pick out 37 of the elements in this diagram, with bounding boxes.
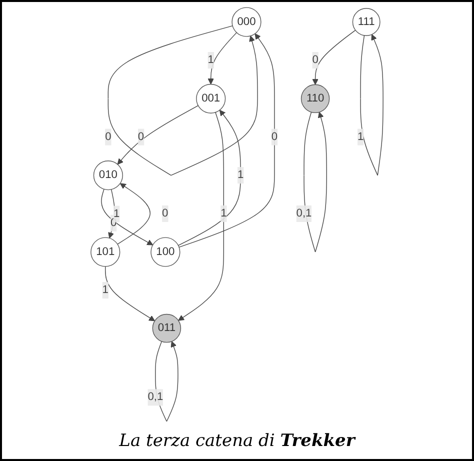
node-circle: 010 xyxy=(93,160,123,190)
edge-label: 0,1 xyxy=(148,391,164,403)
node-circle: 011 xyxy=(152,314,182,343)
arrow xyxy=(178,112,224,321)
edge-label: 1 xyxy=(102,284,108,296)
node-circle: 000 xyxy=(232,7,262,37)
arrow xyxy=(101,188,154,246)
edge-label: 1 xyxy=(113,208,120,220)
arrow xyxy=(178,33,275,248)
node-circle: 100 xyxy=(150,237,180,267)
edge-label: 1 xyxy=(238,169,244,181)
edge-label: 0 xyxy=(271,130,278,143)
edge-label: 0 xyxy=(312,54,318,66)
edge-label: 0 xyxy=(105,130,112,143)
edge-label: 0 xyxy=(138,130,144,143)
edge-label: 1 xyxy=(357,130,364,143)
arrow xyxy=(108,189,116,238)
arrow xyxy=(304,112,327,252)
edge-label: 1 xyxy=(208,54,214,66)
node-circle: 110 xyxy=(300,84,330,114)
arrow xyxy=(208,32,237,84)
edge-label: 1 xyxy=(220,207,227,220)
node-circle: 101 xyxy=(90,237,120,267)
edge-label: 0 xyxy=(162,207,168,220)
caption: La terza catena di Trekker xyxy=(119,430,355,453)
arrow xyxy=(105,266,156,322)
arrow xyxy=(312,30,356,85)
edge-label: 0,1 xyxy=(296,207,312,220)
arrow xyxy=(117,105,199,165)
arrow xyxy=(155,341,178,422)
arrow xyxy=(117,183,150,245)
edge-label: 0 xyxy=(110,216,117,229)
node-circle: 111 xyxy=(352,8,380,36)
node-circle: 001 xyxy=(196,84,226,114)
arrow xyxy=(360,34,384,176)
arrow xyxy=(108,26,258,176)
arrow xyxy=(178,110,241,246)
